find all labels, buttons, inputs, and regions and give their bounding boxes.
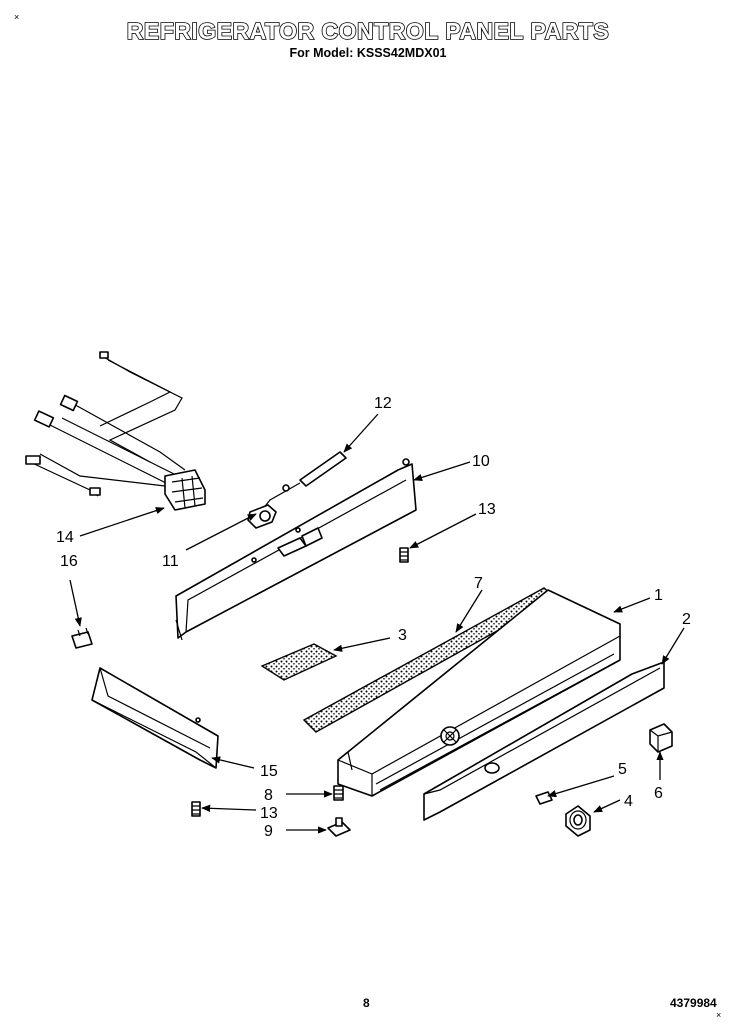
screw-8-part (333, 785, 344, 801)
callout-14: 14 (56, 529, 74, 546)
control-plate-part (260, 643, 338, 681)
callout-12: 12 (374, 395, 392, 412)
callout-16: 16 (60, 553, 78, 570)
callout-3: 3 (398, 627, 407, 644)
callout-11: 11 (162, 553, 179, 570)
control-bracket-part (175, 458, 417, 641)
document-number: 4379984 (670, 996, 717, 1010)
screw-upper-part (399, 547, 409, 563)
lower-cover-part (91, 667, 219, 769)
wire-harness-part (25, 351, 206, 511)
screw-lower-part (191, 801, 201, 817)
callout-5: 5 (618, 761, 627, 778)
callout-13-upper: 13 (478, 501, 496, 518)
callout-15: 15 (260, 763, 278, 780)
leader-lines (69, 413, 685, 834)
callout-4: 4 (624, 793, 633, 810)
callout-7: 7 (474, 575, 483, 592)
callout-10: 10 (472, 453, 490, 470)
corner-mark-bottom: × (716, 1010, 722, 1020)
callout-6: 6 (654, 785, 663, 802)
callout-1: 1 (654, 587, 663, 604)
control-housing-part (337, 589, 621, 797)
page-number: 8 (363, 996, 370, 1010)
corner-mark-top: × (14, 12, 20, 22)
foot-9-part (327, 817, 351, 837)
control-clip-part (247, 504, 277, 529)
control-knob-part (565, 805, 591, 837)
callout-13-lower: 13 (260, 805, 278, 822)
callout-2: 2 (682, 611, 691, 628)
thermostat-bulb-part (257, 451, 347, 516)
page-title: REFRIGERATOR CONTROL PANEL PARTS (126, 17, 610, 45)
switch-part (649, 723, 673, 753)
callout-8: 8 (264, 787, 273, 804)
model-subtitle: For Model: KSSS42MDX01 (289, 46, 447, 60)
front-trim-part (423, 661, 665, 821)
callout-9: 9 (264, 823, 273, 840)
clip-part (71, 627, 93, 649)
